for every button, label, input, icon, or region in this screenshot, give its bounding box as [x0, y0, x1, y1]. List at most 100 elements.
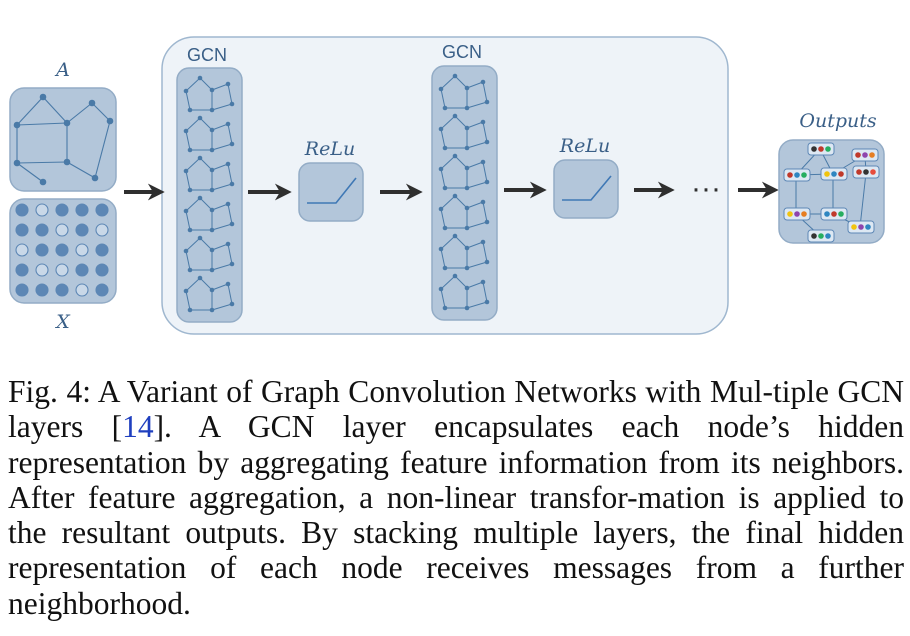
gcn-architecture-diagram: A X GCN ReLu GCN — [9, 36, 885, 335]
graph-edge — [466, 241, 484, 249]
graph-node — [183, 288, 189, 294]
output-node-dot — [858, 224, 864, 230]
matrix-cell — [55, 263, 69, 277]
feature-matrix — [9, 198, 117, 304]
graph-edge — [466, 281, 484, 289]
graph-edge — [466, 141, 488, 149]
graph-edge — [185, 130, 191, 151]
graph-edge — [211, 303, 233, 311]
graph-node — [187, 307, 193, 313]
graph-edge — [227, 243, 233, 265]
graph-edge — [466, 301, 488, 309]
output-node-dot — [801, 172, 807, 178]
graph-edge — [440, 288, 446, 309]
graph-node — [442, 305, 448, 311]
relu-block-1 — [298, 162, 364, 222]
graph-edge — [440, 208, 446, 229]
graph-node — [225, 201, 231, 207]
graph-node — [464, 145, 470, 151]
graph-node — [438, 166, 444, 172]
graph-edge — [482, 241, 488, 263]
graph-node — [484, 179, 490, 185]
output-node-dot — [818, 233, 824, 239]
output-node-dot — [838, 211, 844, 217]
graph-node — [438, 286, 444, 292]
graph-node — [484, 219, 490, 225]
graph-node — [197, 115, 203, 121]
graph-node — [187, 267, 193, 273]
gcn-label-1: GCN — [187, 45, 227, 65]
graph-edge — [466, 221, 488, 229]
citation-link[interactable]: 14 — [122, 409, 154, 445]
graph-edge — [227, 163, 233, 185]
graph-node — [452, 193, 458, 199]
graph-edge — [211, 143, 233, 151]
graph-node — [225, 161, 231, 167]
graph-node — [209, 267, 215, 273]
graph-node — [442, 265, 448, 271]
ellipsis: ··· — [691, 172, 721, 205]
matrix-cell — [35, 203, 49, 217]
graph-node — [209, 167, 215, 173]
graph-edge — [211, 123, 229, 131]
graph-edge — [227, 203, 233, 225]
output-node-dot — [811, 233, 817, 239]
output-node-dot — [869, 152, 875, 158]
graph-node — [464, 205, 470, 211]
graph-node — [209, 207, 215, 213]
graph-node — [484, 259, 490, 265]
graph-node — [187, 187, 193, 193]
graph-edge — [454, 75, 468, 89]
graph-node — [229, 301, 235, 307]
graph-node — [464, 165, 470, 171]
graph-node — [197, 235, 203, 241]
graph-node — [209, 87, 215, 93]
graph-node — [464, 85, 470, 91]
matrix-cell — [35, 283, 49, 297]
graph-node — [452, 113, 458, 119]
graph-edge — [211, 183, 233, 191]
graph-node — [229, 181, 235, 187]
gcn-layer-2 — [431, 65, 498, 321]
graph-edge — [185, 197, 201, 212]
output-node-dot — [801, 211, 807, 217]
graph-node — [225, 281, 231, 287]
graph-node — [225, 121, 231, 127]
graph-node — [187, 227, 193, 233]
graph-edge — [454, 235, 468, 249]
output-node-dot — [856, 169, 862, 175]
graph-edge — [185, 170, 191, 191]
graph-edge — [440, 168, 446, 189]
matrix-cell — [55, 283, 69, 297]
graph-edge — [454, 155, 468, 169]
graph-edge — [466, 81, 484, 89]
output-node-dot — [831, 211, 837, 217]
graph-node — [183, 208, 189, 214]
graph-edge — [227, 123, 233, 145]
graph-node — [438, 206, 444, 212]
graph-edge — [199, 237, 213, 251]
output-node-dot — [811, 146, 817, 152]
graph-edge — [185, 237, 201, 252]
graph-edge — [466, 161, 484, 169]
graph-edge — [482, 281, 488, 303]
graph-edge — [440, 115, 456, 130]
adjacency-graph — [9, 87, 117, 192]
matrix-cell — [95, 203, 109, 217]
graph-edge — [440, 235, 456, 250]
graph-node — [187, 107, 193, 113]
graph-node — [464, 125, 470, 131]
matrix-cell — [15, 263, 29, 277]
graph-node — [187, 147, 193, 153]
graph-node — [197, 275, 203, 281]
input-x-label: X — [54, 311, 71, 333]
graph-node — [442, 185, 448, 191]
output-node-dot — [863, 169, 869, 175]
relu-block-2 — [553, 159, 619, 219]
graph-node — [209, 107, 215, 113]
graph-edge — [185, 117, 201, 132]
matrix-cell — [55, 243, 69, 257]
graph-node — [438, 246, 444, 252]
graph-node — [480, 199, 486, 205]
graph-edge — [482, 161, 488, 183]
